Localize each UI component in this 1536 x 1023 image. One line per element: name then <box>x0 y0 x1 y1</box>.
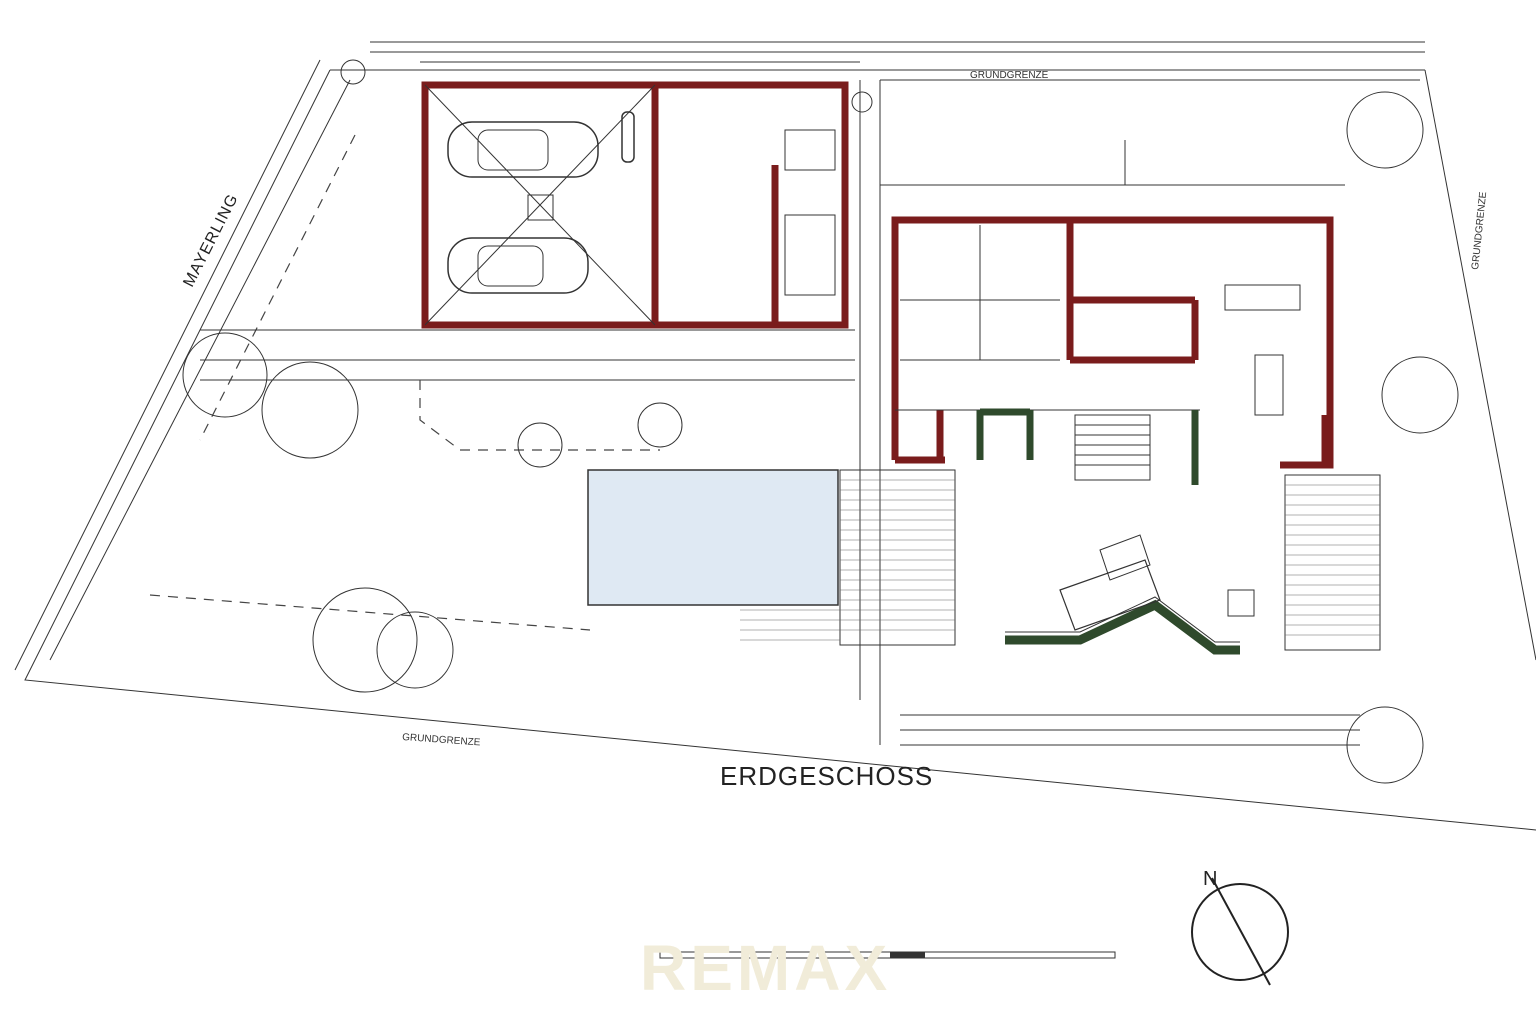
north-arrow: N <box>1191 868 1289 986</box>
dining-table <box>1254 354 1284 416</box>
page-title: ERDGESCHOSS <box>720 761 933 791</box>
staircase <box>1074 414 1151 481</box>
property-boundary <box>14 59 1536 831</box>
sofa-icon <box>1059 534 1255 631</box>
car-icon <box>447 121 599 178</box>
house <box>891 216 1334 485</box>
garage <box>421 81 849 329</box>
scale-bar <box>659 951 1116 959</box>
boundary-label-bottom: GRUNDGRENZE <box>402 732 481 748</box>
motorbike-icon <box>621 111 635 163</box>
boundary-label-top: GRUNDGRENZE <box>970 70 1049 81</box>
pool <box>587 469 839 606</box>
watermark-logo: REMAX <box>640 932 891 1004</box>
trees <box>182 59 1459 784</box>
lounge-wall <box>1005 599 1240 655</box>
north-label: N <box>1203 868 1218 890</box>
kitchen-island <box>1224 284 1301 311</box>
driveway <box>200 140 1126 451</box>
street-label: MAYERLING <box>180 191 241 290</box>
terrace-right <box>1284 474 1381 651</box>
dimension-lines <box>370 41 1425 959</box>
boundary-label-right: GRUNDGRENZE <box>1470 191 1489 270</box>
car-icon <box>447 237 589 294</box>
terrace-left <box>740 469 956 646</box>
